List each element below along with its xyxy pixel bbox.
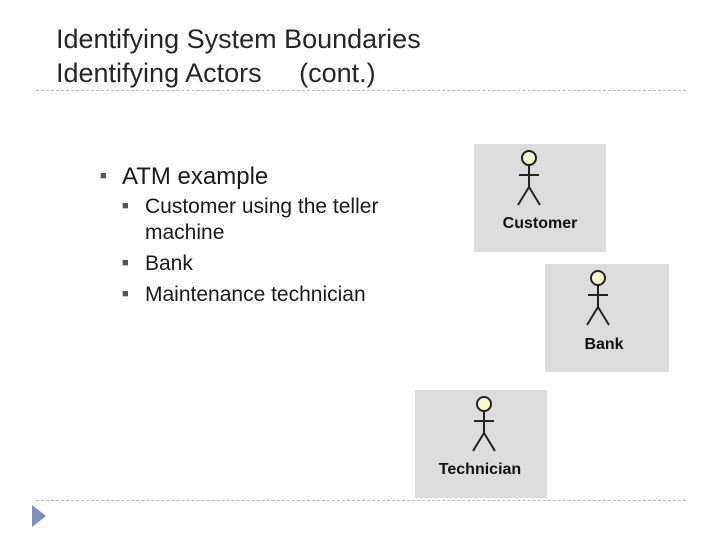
actor-technician: Technician bbox=[415, 390, 547, 498]
stick-figure-icon bbox=[586, 270, 610, 326]
bullet-marker-icon: ■ bbox=[122, 200, 129, 212]
actor-bank: Bank bbox=[545, 264, 669, 372]
footer-divider bbox=[36, 500, 686, 501]
stick-figure-icon bbox=[472, 396, 496, 452]
stick-figure-icon bbox=[517, 150, 541, 206]
bullet-sub-text: Bank bbox=[145, 252, 193, 275]
bullet-main-text: ATM example bbox=[122, 163, 269, 190]
bullet-sub-3: ■ Maintenance technician bbox=[100, 282, 445, 308]
bullet-sub-2: ■ Bank bbox=[100, 251, 405, 277]
bullet-marker-icon: ■ bbox=[122, 288, 129, 300]
bullet-sub-1: ■ Customer using the teller machine bbox=[100, 194, 405, 246]
title-line-1: Identifying System Boundaries bbox=[56, 24, 421, 54]
actor-label: Technician bbox=[438, 461, 522, 478]
actor-label: Bank bbox=[584, 336, 624, 353]
title-line-2: Identifying Actors (cont.) bbox=[56, 58, 376, 88]
slide-title: Identifying System Boundaries Identifyin… bbox=[56, 22, 421, 90]
actor-customer: Customer bbox=[474, 144, 606, 252]
title-divider bbox=[36, 90, 686, 91]
bullet-marker-icon: ■ bbox=[122, 257, 129, 269]
bullet-main: ■ ATM example bbox=[100, 160, 445, 194]
bullet-sub-text: Maintenance technician bbox=[145, 283, 366, 306]
bullet-marker-icon: ■ bbox=[100, 170, 107, 182]
bullet-list: ■ ATM example ■ Customer using the telle… bbox=[100, 160, 445, 308]
bullet-sub-text: Customer using the teller machine bbox=[145, 195, 379, 244]
actor-label: Customer bbox=[502, 215, 578, 232]
nav-arrow-icon[interactable] bbox=[32, 505, 46, 527]
